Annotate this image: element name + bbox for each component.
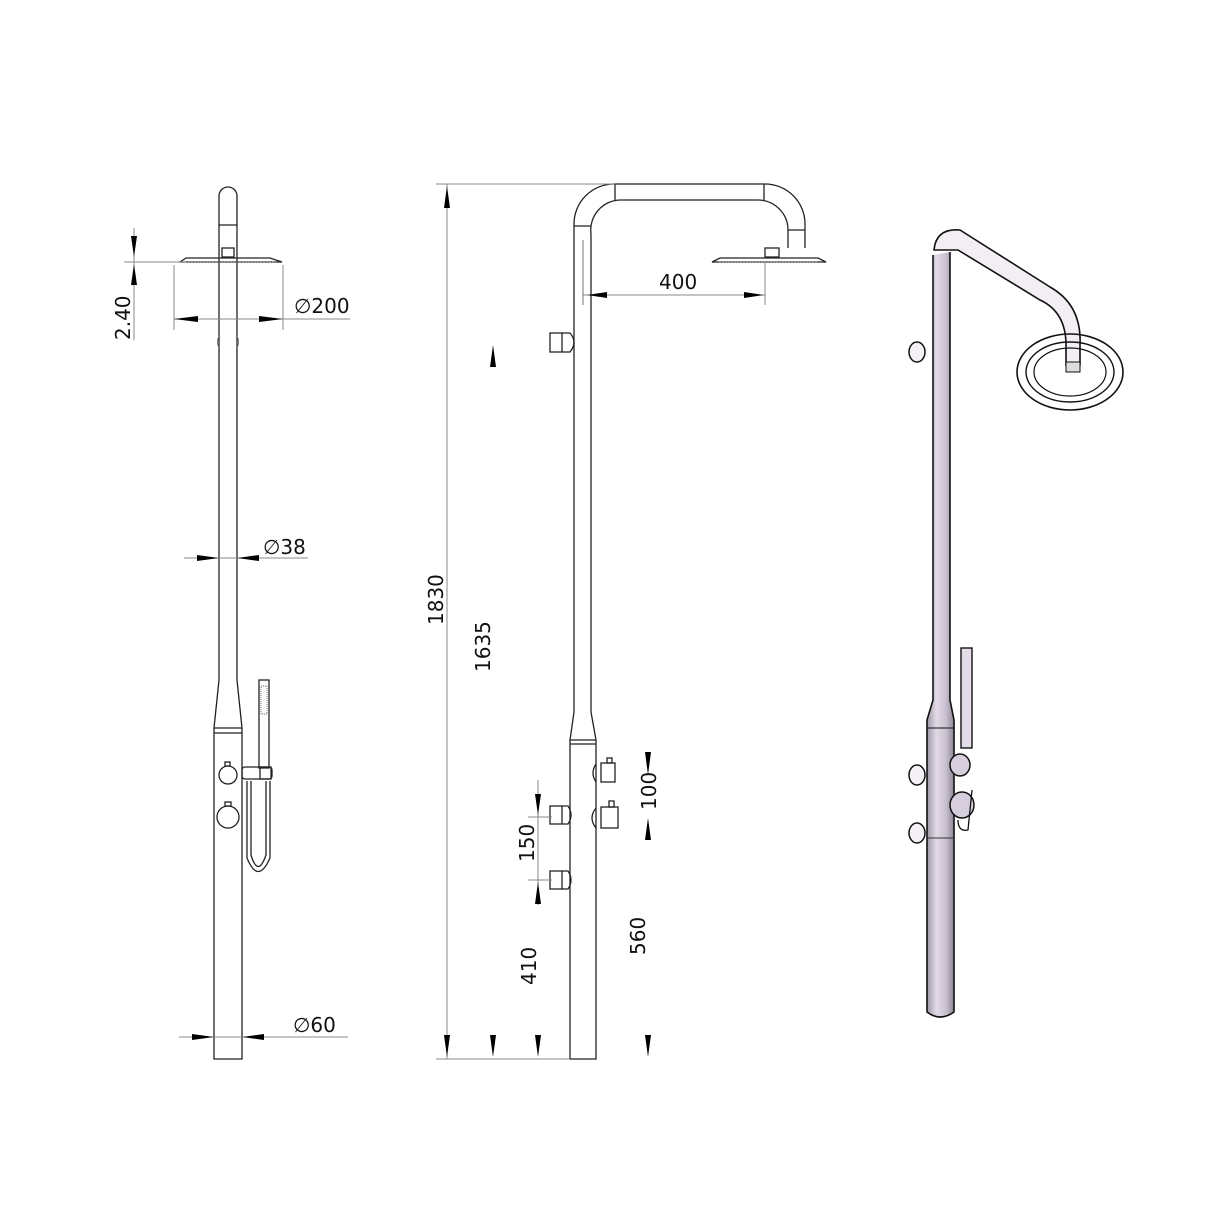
lower-valve-height-label: 410 (517, 947, 541, 985)
arm-reach-label: 400 (659, 270, 697, 294)
head-thickness-label: 2.40 (111, 295, 135, 340)
side-view: 1830 1635 400 150 100 410 560 (424, 183, 827, 1060)
total-height-label: 1830 (424, 574, 448, 625)
head-height-label: 1635 (471, 621, 495, 672)
right-valve-spacing-label: 100 (637, 772, 661, 810)
isometric-view (908, 229, 1124, 1018)
column-diameter-label: ∅38 (263, 535, 306, 559)
upper-valve-height-label: 560 (626, 917, 650, 955)
left-valve-spacing-label: 150 (515, 824, 539, 862)
front-view: 2.40 ∅200 ∅38 ∅60 (111, 186, 350, 1060)
head-diameter-label: ∅200 (294, 294, 350, 318)
base-diameter-label: ∅60 (293, 1013, 336, 1037)
